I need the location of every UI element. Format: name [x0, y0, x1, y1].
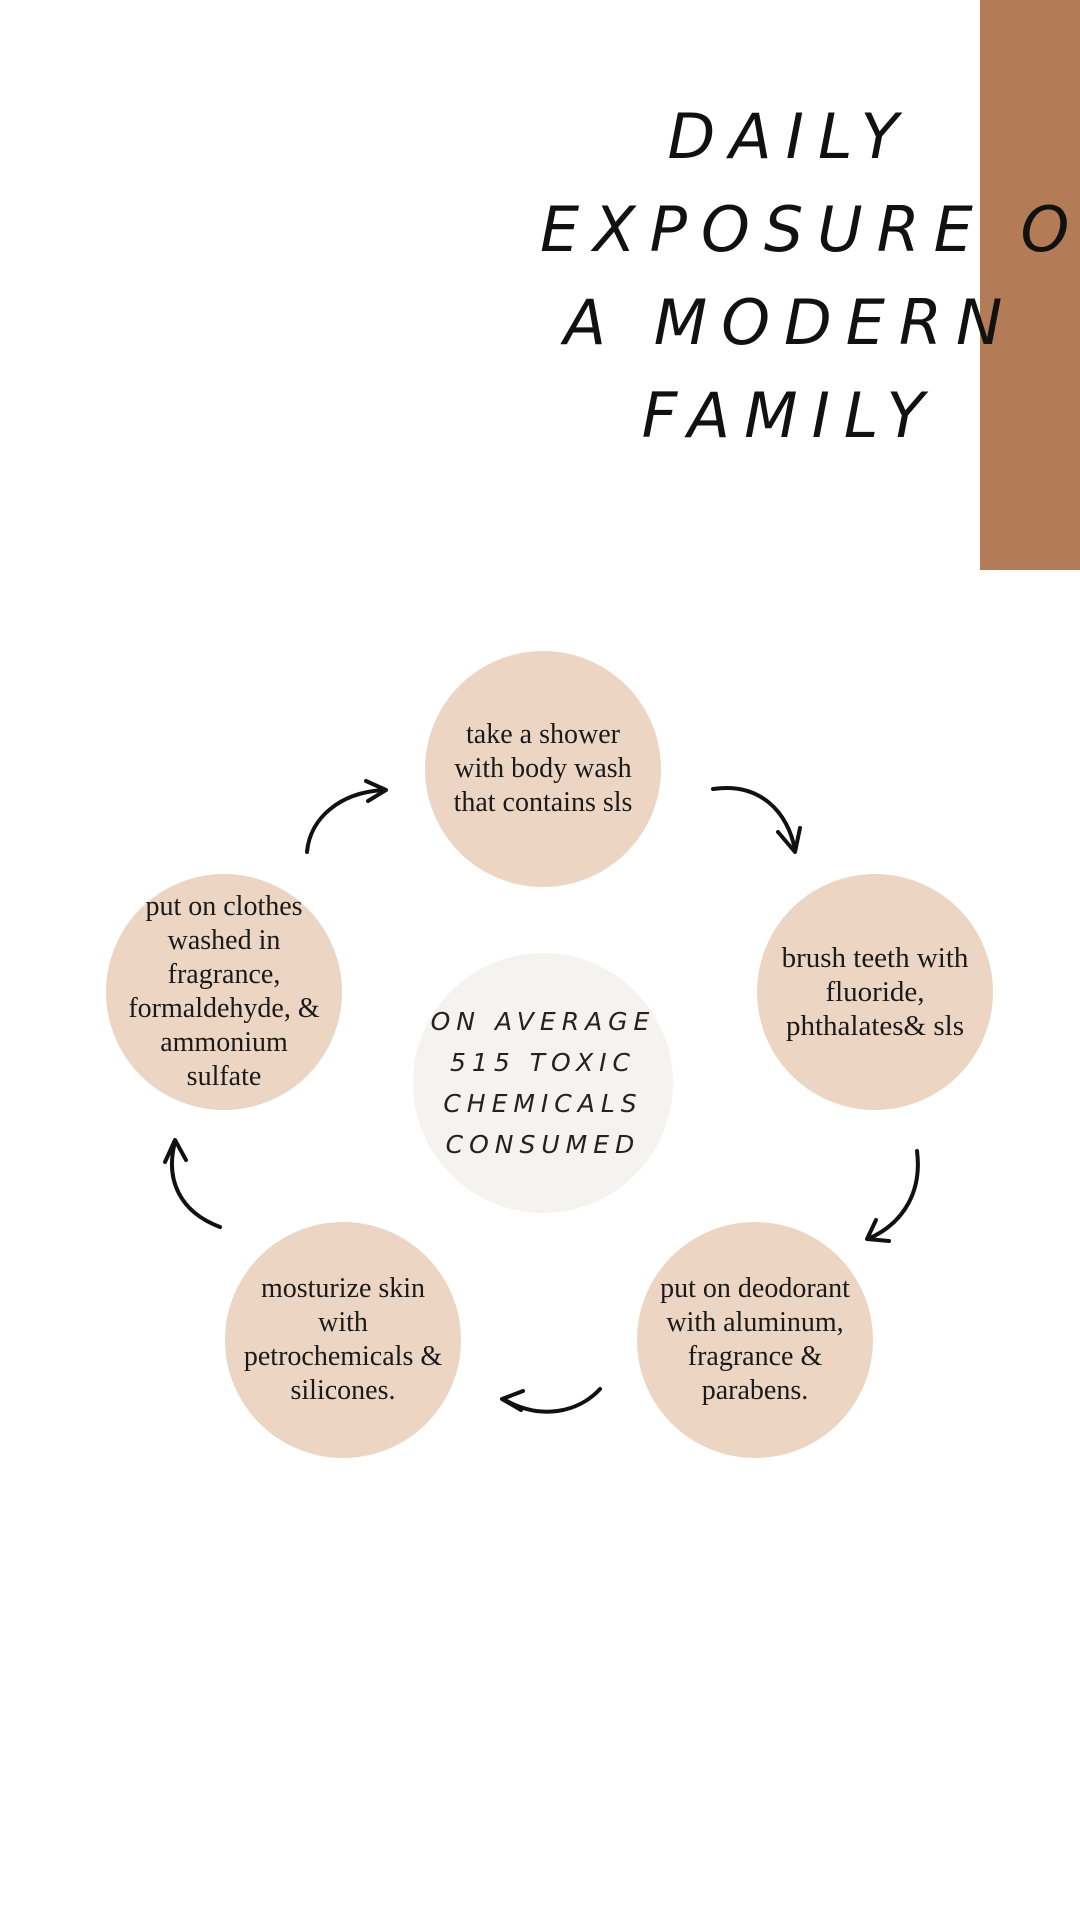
center-summary-circle: ON AVERAGE 515 TOXIC CHEMICALS CONSUMED: [413, 953, 673, 1213]
step-text: brush teeth with fluoride, phthalates& s…: [781, 942, 969, 1042]
step-circle-brush-teeth: brush teeth with fluoride, phthalates& s…: [757, 874, 993, 1110]
center-summary-text: ON AVERAGE 515 TOXIC CHEMICALS CONSUMED: [431, 1001, 656, 1165]
title-line: EXPOSURE OF: [540, 193, 1080, 266]
step-text: take a shower with body wash that contai…: [453, 719, 633, 818]
step-text: mosturize skin with petrochemicals & sil…: [243, 1273, 443, 1406]
step-circle-shower: take a shower with body wash that contai…: [425, 651, 661, 887]
center-line: CHEMICALS: [443, 1089, 643, 1118]
page-title: DAILY EXPOSURE OF A MODERN FAMILY: [540, 90, 1080, 462]
center-line: ON AVERAGE: [430, 1007, 656, 1036]
step-circle-moisturize: mosturize skin with petrochemicals & sil…: [225, 1222, 461, 1458]
center-line: CONSUMED: [445, 1130, 641, 1159]
title-line: DAILY: [667, 100, 913, 173]
accent-bar: [980, 0, 1080, 570]
step-text: put on deodorant with aluminum, fragranc…: [660, 1273, 850, 1406]
step-circle-clothes: put on clothes washed in fragrance, form…: [106, 874, 342, 1110]
center-line: 515 TOXIC: [450, 1048, 636, 1077]
curved-arrow-icon: [163, 1138, 222, 1229]
step-circle-deodorant: put on deodorant with aluminum, fragranc…: [637, 1222, 873, 1458]
title-line: A MODERN: [563, 286, 1017, 359]
step-text: put on clothes washed in fragrance, form…: [128, 891, 320, 1092]
curved-arrow-icon: [865, 1149, 920, 1243]
curved-arrow-icon: [711, 786, 802, 854]
title-line: FAMILY: [641, 379, 939, 452]
curved-arrow-icon: [305, 779, 388, 854]
curved-arrow-icon: [500, 1387, 602, 1414]
